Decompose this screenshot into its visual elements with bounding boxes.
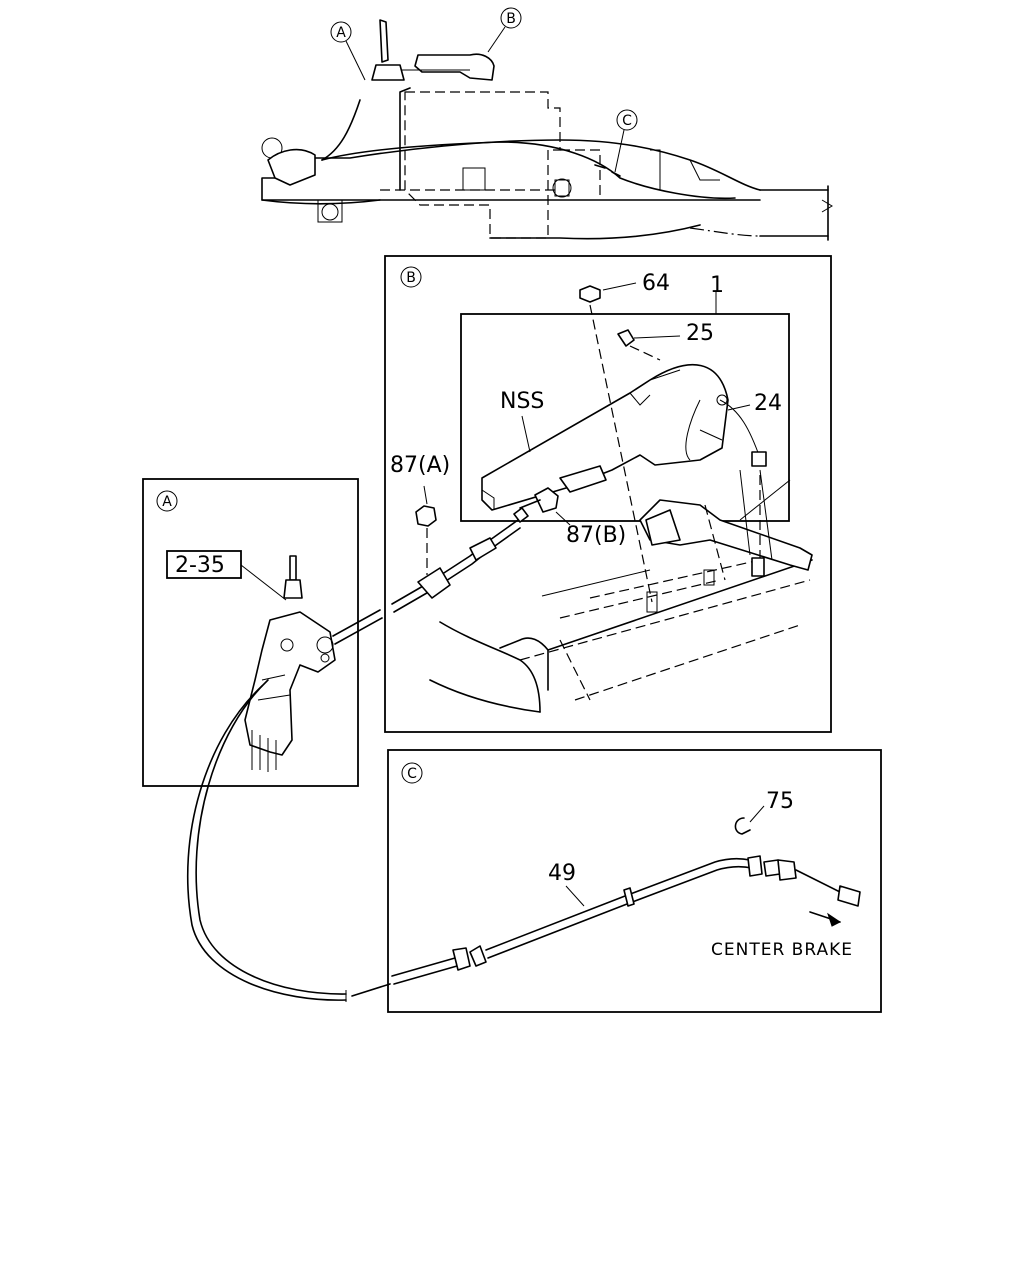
overview-drawing: A B C [261,7,833,241]
svg-text:C: C [622,113,632,129]
label-49: 49 [548,861,576,886]
rear-cable-49 [391,855,861,985]
lever-assembly-box [460,313,790,522]
panel-c-frame [387,749,882,1013]
part-ref-box [166,550,242,579]
callout-a: A [330,21,366,81]
panel-b-tag: B [406,270,416,286]
label-87a: 87(A) [390,453,450,478]
long-cable-inner [186,685,347,1001]
shift-mechanism [244,555,336,772]
bolt-25 [617,329,681,347]
panel-a: A 2-35 [142,478,359,787]
label-25: 25 [686,321,714,346]
svg-text:B: B [506,11,516,27]
nut-64 [579,282,637,303]
svg-text:A: A [336,25,346,41]
label-75: 75 [766,789,794,814]
label-nss: NSS [500,389,544,414]
callout-b: B [487,7,522,53]
label-1: 1 [710,273,724,298]
label-64: 64 [642,271,670,296]
panel-c: C 75 49 CENTER BRAKE [387,749,882,1013]
panel-b-frame [384,255,832,733]
parking-brake-lever [481,364,767,511]
label-87b: 87(B) [566,523,626,548]
clip-75 [734,817,751,835]
label-center-brake: CENTER BRAKE [711,940,853,960]
floor-structure [429,469,813,713]
arrow-icon [809,911,841,927]
grommet-87b [513,487,559,523]
front-cable [332,519,521,645]
panel-a-tag: A [162,494,172,510]
panel-a-frame [142,478,359,787]
label-2-35: 2-35 [175,553,225,578]
panel-b: B 64 1 25 24 [384,255,832,733]
clip-87a [415,505,437,527]
label-24: 24 [754,391,782,416]
callout-c: C [614,109,638,173]
panel-c-tag: C [407,766,417,782]
long-cable-outer [195,679,347,995]
